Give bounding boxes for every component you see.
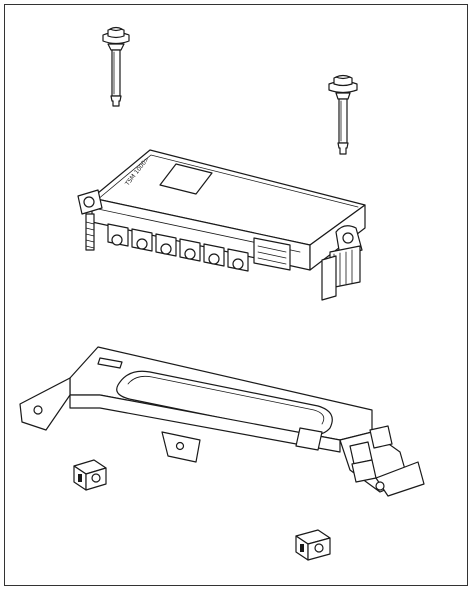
clip-nut-left [73,459,107,491]
control-module: TSM 1000> [77,149,366,301]
clip-nut-right [295,529,331,561]
bolt-right [328,74,358,155]
connector-row [107,223,291,272]
mounting-bracket [19,346,425,497]
bolt-left [102,26,130,107]
